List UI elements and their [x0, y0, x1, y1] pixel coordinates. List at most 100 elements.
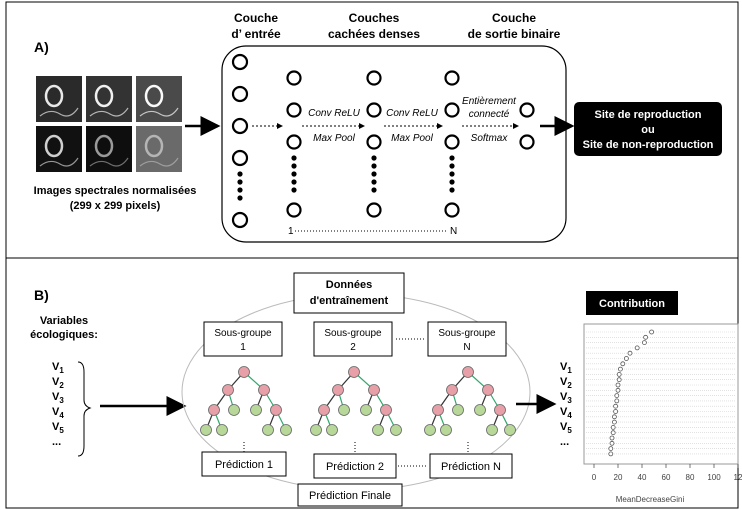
output-label-1: Site de reproduction	[595, 109, 702, 121]
tree-node	[270, 404, 282, 416]
images-caption-2: (299 x 299 pixels)	[70, 200, 161, 212]
spectral-image-grid	[36, 76, 182, 172]
decision-trees	[200, 366, 516, 454]
output-label-3: Site de non-reproduction	[583, 139, 714, 151]
neuron-node	[444, 102, 460, 118]
neuron-node	[286, 134, 302, 150]
subgroup-box-2	[313, 321, 393, 357]
network-container	[221, 45, 567, 243]
conv1-line1: Conv ReLU	[308, 108, 360, 119]
neuron-ellipsis-dot	[449, 179, 455, 185]
tree-node	[360, 404, 372, 416]
subgroup-2-num: 2	[350, 342, 356, 353]
neuron-ellipsis-dot	[371, 163, 377, 169]
tree-node	[504, 424, 516, 436]
tile-texture	[139, 107, 179, 117]
tree-node	[318, 404, 330, 416]
hidden-layer-title-1: Couches	[349, 11, 400, 25]
chart-point	[609, 435, 615, 441]
neuron-ellipsis-dot	[237, 179, 243, 185]
tree-node	[482, 384, 494, 396]
variables-title-1: Variables	[40, 315, 88, 327]
neuron-ellipsis-dot	[371, 155, 377, 161]
subgroup-1-title: Sous-groupe	[214, 328, 272, 339]
chart-point	[610, 430, 616, 436]
part-b-label: B)	[34, 287, 49, 303]
prediction-n-label: Prédiction N	[441, 461, 501, 473]
variable-label: V4	[52, 406, 64, 420]
prediction-1-label: Prédiction 1	[215, 459, 273, 471]
chart-point	[609, 440, 615, 446]
subgroup-1-num: 1	[240, 342, 246, 353]
output-layer-title-2: de sortie binaire	[468, 27, 561, 41]
neural-network-nodes	[231, 53, 535, 229]
output-layer-title-1: Couche	[492, 11, 536, 25]
tile-feature	[144, 134, 164, 158]
neuron-node	[231, 85, 249, 103]
neuron-ellipsis-dot	[237, 171, 243, 177]
chart-tick-label: 40	[638, 473, 647, 482]
subgroup-n-num: N	[463, 342, 470, 353]
neuron-node	[366, 102, 382, 118]
variable-label: ...	[52, 436, 61, 448]
training-data-box	[293, 272, 405, 314]
part-a-label: A)	[34, 39, 49, 55]
tree-node	[368, 384, 380, 396]
neuron-ellipsis-dot	[449, 155, 455, 161]
range-start: 1	[288, 226, 294, 237]
conv1-line2: Max Pool	[313, 133, 355, 144]
chart-point	[624, 356, 629, 361]
variables-title-2: écologiques:	[30, 329, 98, 341]
variable-label: V2	[560, 376, 572, 390]
neuron-ellipsis-dot	[371, 171, 377, 177]
chart-tick-label: 12	[734, 473, 742, 482]
chart-point	[608, 451, 614, 457]
neuron-node	[286, 70, 302, 86]
neuron-ellipsis-dot	[449, 171, 455, 177]
neuron-ellipsis-dot	[371, 187, 377, 193]
variables-brace	[77, 361, 92, 457]
neuron-node	[366, 70, 382, 86]
prediction-box-2	[313, 453, 397, 479]
spectral-image-tile	[86, 76, 132, 122]
chart-point	[612, 419, 617, 425]
neuron-node	[231, 211, 249, 229]
neuron-node	[519, 102, 535, 118]
tree-node	[200, 424, 212, 436]
prediction-box-n	[429, 453, 513, 479]
tree-node	[338, 404, 350, 416]
output-label-2: ou	[641, 124, 654, 136]
chart-point	[627, 350, 633, 356]
variable-label: V5	[560, 421, 572, 435]
tree-node	[280, 424, 292, 436]
neuron-ellipsis-dot	[449, 163, 455, 169]
chart-point	[618, 366, 623, 372]
subgroup-box-n	[427, 321, 507, 357]
chart-tick-label: 0	[592, 473, 597, 482]
variable-label: V3	[560, 391, 572, 405]
tile-texture	[89, 157, 129, 167]
neuron-ellipsis-dot	[291, 155, 297, 161]
tree-node	[326, 424, 338, 436]
neuron-ellipsis-dot	[291, 163, 297, 169]
neuron-node	[231, 117, 249, 135]
spectral-image-tile	[36, 126, 82, 172]
training-data-line1: Données	[326, 279, 372, 291]
chart-point	[620, 361, 626, 367]
chart-point	[649, 329, 654, 335]
hidden-layer-title-2: cachées denses	[328, 27, 420, 41]
tree-node	[310, 424, 322, 436]
tile-texture	[89, 107, 129, 117]
chart-point	[615, 382, 621, 388]
contribution-title-box	[586, 291, 678, 315]
output-classification-box	[574, 102, 722, 156]
conv2-line2: Max Pool	[391, 133, 433, 144]
neuron-node	[366, 134, 382, 150]
tree-node	[372, 424, 384, 436]
variable-label: V1	[560, 361, 572, 375]
tree-node	[348, 366, 360, 378]
spectral-image-tile	[86, 126, 132, 172]
chart-tick-label: 80	[686, 473, 695, 482]
